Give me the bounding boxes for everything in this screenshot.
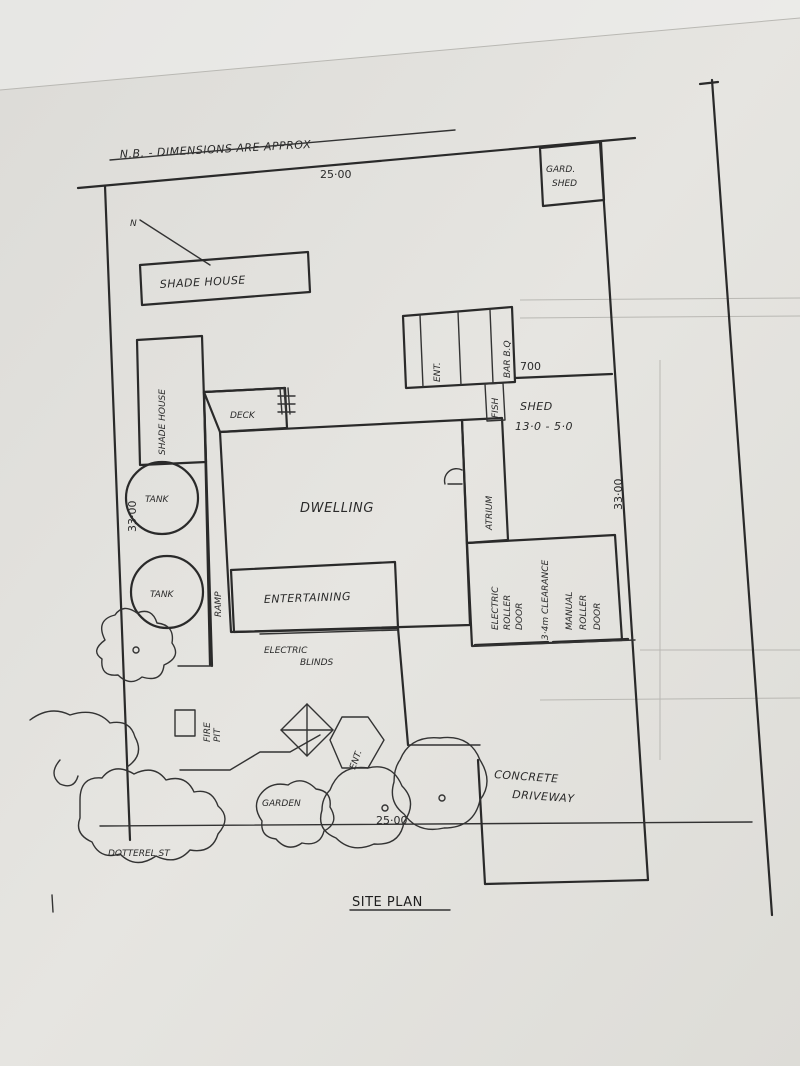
shade-house-top-label: SHADE HOUSE [159,274,246,291]
clearance-label: 3·4m CLEARANCE [541,559,551,640]
plan-title: SITE PLAN [352,895,423,910]
electric-roller-door-label-1: ELECTRIC [491,586,501,630]
paper-fold [0,0,800,90]
outdoor-ent-bbq: ENT. BAR B.Q 700 [401,305,614,390]
street-name: DOTTEREL ST [108,849,171,859]
atrium-label: ATRIUM [485,496,495,531]
concrete-driveway: CONCRETE DRIVEWAY [396,626,636,886]
entertaining-label: ENTERTAINING [264,590,352,606]
margin-mark [51,894,54,913]
bottom-width-dimension: 25·00 [376,814,408,827]
ramp-label: RAMP [214,591,224,617]
dwelling-label: DWELLING [300,501,374,516]
shed: SHED 13·0 - 5·0 ELECTRIC ROLLER DOOR 3·4… [465,400,630,648]
ent-shed-label: ENT. [433,362,443,382]
shade-house-side-label: SHADE HOUSE [158,389,168,455]
fish-pond: FISH [484,382,506,422]
shade-house-top: SHADE HOUSE [138,250,312,307]
electric-roller-door-label-3: DOOR [515,603,525,630]
property-boundary [76,78,774,917]
tank-2-label: TANK [150,590,175,600]
manual-roller-door-label-2: ROLLER [579,595,589,630]
garden-label: GARDEN [262,799,301,809]
concrete-driveway-label-2: DRIVEWAY [512,788,576,805]
fire-pit: FIRE PIT [174,709,223,742]
left-depth-dimension: 33·00 [126,501,139,533]
garden-shed: GARD. SHED [538,140,606,208]
north-arrow-icon: N [130,219,211,266]
bar-bq-label: BAR B.Q [503,340,513,378]
electric-blinds: ELECTRIC BLINDS [259,629,399,668]
electric-roller-door-label-2: ROLLER [503,595,513,630]
svg-text:N: N [130,219,137,229]
garden-shed-label-1: GARD. [546,165,575,175]
manual-roller-door-label-1: MANUAL [565,592,575,630]
deck-label: DECK [230,411,256,421]
fish-label: FISH [491,397,501,418]
concrete-driveway-label-1: CONCRETE [494,768,559,785]
tank-1-label: TANK [145,495,170,505]
top-width-dimension: 25·00 [320,168,352,181]
fire-pit-label-2: PIT [213,727,223,742]
tank-2: TANK [129,554,205,630]
paper-edge [0,17,800,91]
shed-size-dimension: 13·0 - 5·0 [515,420,573,433]
fire-pit-label-1: FIRE [203,722,213,742]
electric-blinds-label-2: BLINDS [300,658,334,668]
shed-offset-dimension: 700 [520,360,541,373]
garden-shrubs: GARDEN [29,607,488,864]
garden-shed-label-2: SHED [552,179,577,189]
shed-label: SHED [520,400,553,413]
right-depth-dimension: 33·00 [612,479,625,511]
tank-1: TANK [124,460,200,536]
manual-roller-door-label-3: DOOR [593,603,603,630]
electric-blinds-label-1: ELECTRIC [264,646,308,656]
note-underline [109,129,456,161]
